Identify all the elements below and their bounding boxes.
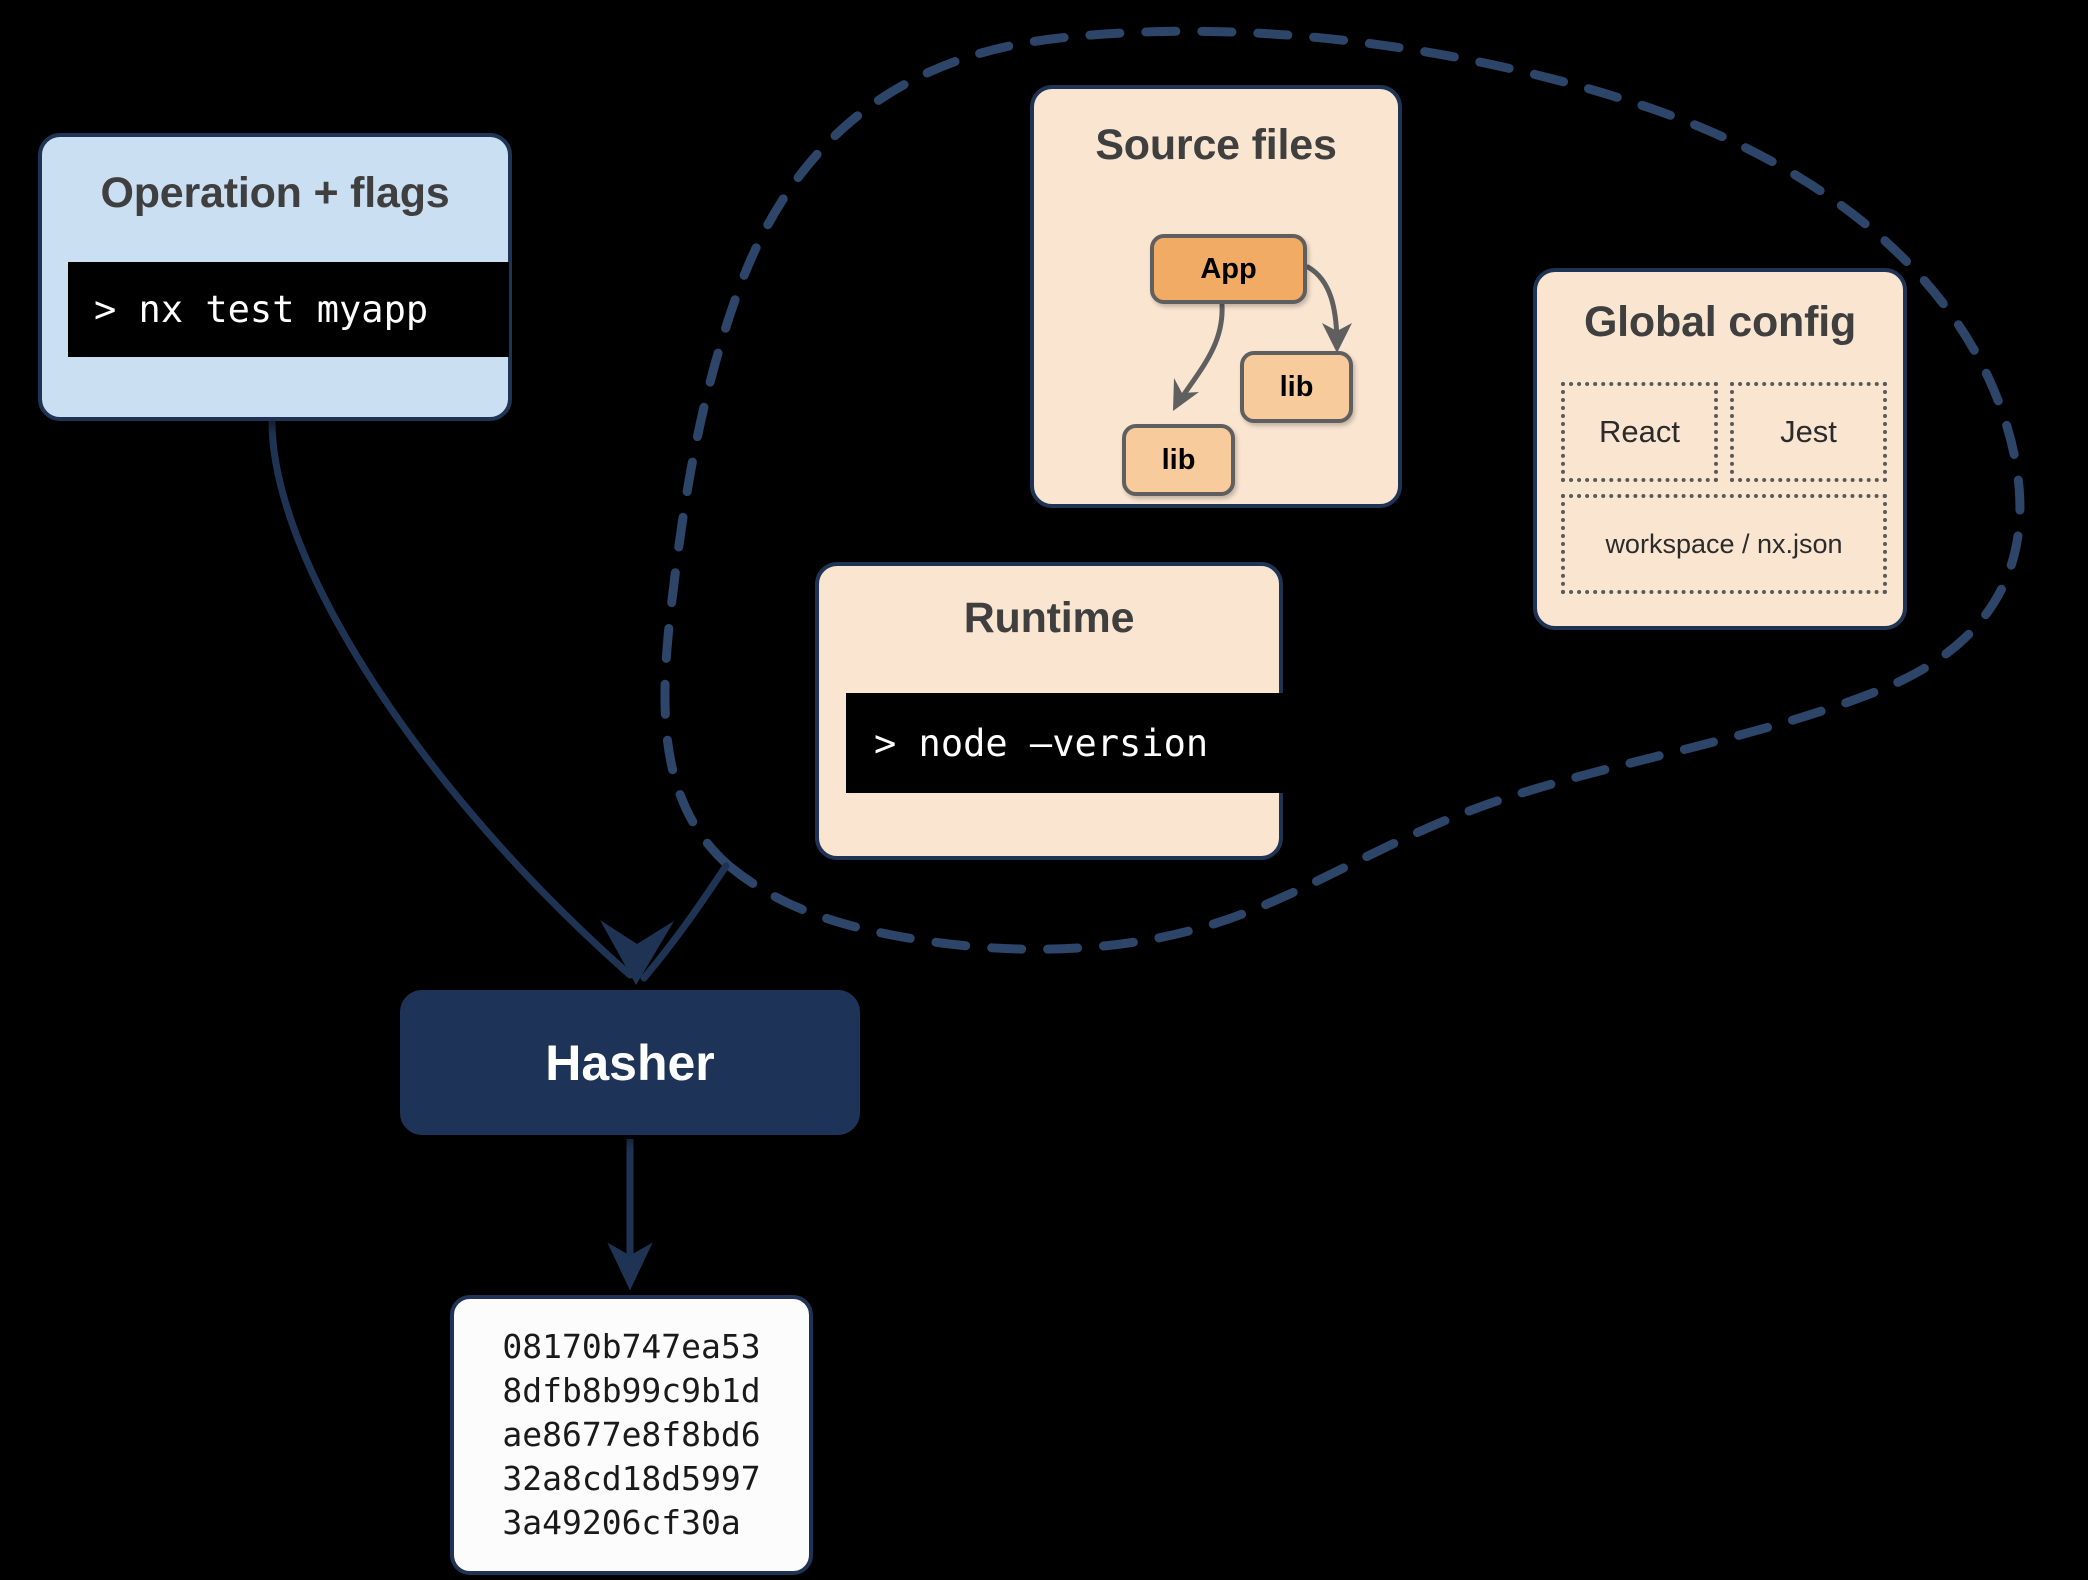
arrowhead-app-to-lib-right [1322, 323, 1352, 353]
hasher-label: Hasher [545, 1034, 715, 1091]
runtime-terminal: > node –version [846, 693, 1289, 793]
runtime-terminal-command: > node –version [874, 721, 1209, 765]
source-files-card: Source files App lib lib [1030, 85, 1402, 508]
edge-operation-to-hasher [268, 417, 634, 979]
global-config-title: Global config [1583, 298, 1857, 346]
global-config-cell-jest: Jest [1730, 382, 1887, 482]
operation-terminal-command: > nx test myapp [94, 288, 429, 331]
edge-app-to-lib-left [1178, 302, 1225, 402]
global-config-cell-react: React [1561, 382, 1718, 482]
arrowhead-into-hasher [600, 920, 674, 985]
operation-flags-title: Operation + flags [100, 169, 450, 217]
edge-app-to-lib-right [1305, 264, 1340, 342]
source-node-lib-right: lib [1240, 351, 1353, 423]
runtime-title: Runtime [963, 594, 1135, 642]
source-node-app: App [1150, 234, 1307, 304]
hash-output-card: 08170b747ea53 8dfb8b99c9b1d ae8677e8f8bd… [450, 1295, 813, 1575]
edge-inputs-to-hasher [640, 862, 730, 982]
hasher-card: Hasher [400, 990, 860, 1135]
global-config-card: Global config React Jest workspace / nx.… [1533, 268, 1907, 630]
source-node-app-label: App [1200, 252, 1257, 285]
hash-output-text: 08170b747ea53 8dfb8b99c9b1d ae8677e8f8bd… [502, 1327, 761, 1542]
operation-flags-card: Operation + flags > nx test myapp [38, 133, 512, 421]
global-config-cell-react-label: React [1599, 414, 1680, 449]
source-files-title: Source files [1095, 121, 1337, 169]
global-config-cell-jest-label: Jest [1780, 414, 1837, 449]
source-node-lib-right-label: lib [1279, 370, 1314, 403]
global-config-cell-workspace-label: workspace / nx.json [1605, 528, 1843, 559]
global-config-cell-workspace: workspace / nx.json [1561, 494, 1887, 594]
source-node-lib-left-label: lib [1161, 443, 1196, 476]
arrowhead-app-to-lib-left [1173, 378, 1199, 411]
operation-terminal: > nx test myapp [68, 262, 509, 357]
source-node-lib-left: lib [1122, 424, 1235, 496]
runtime-card: Runtime > node –version [815, 562, 1289, 860]
